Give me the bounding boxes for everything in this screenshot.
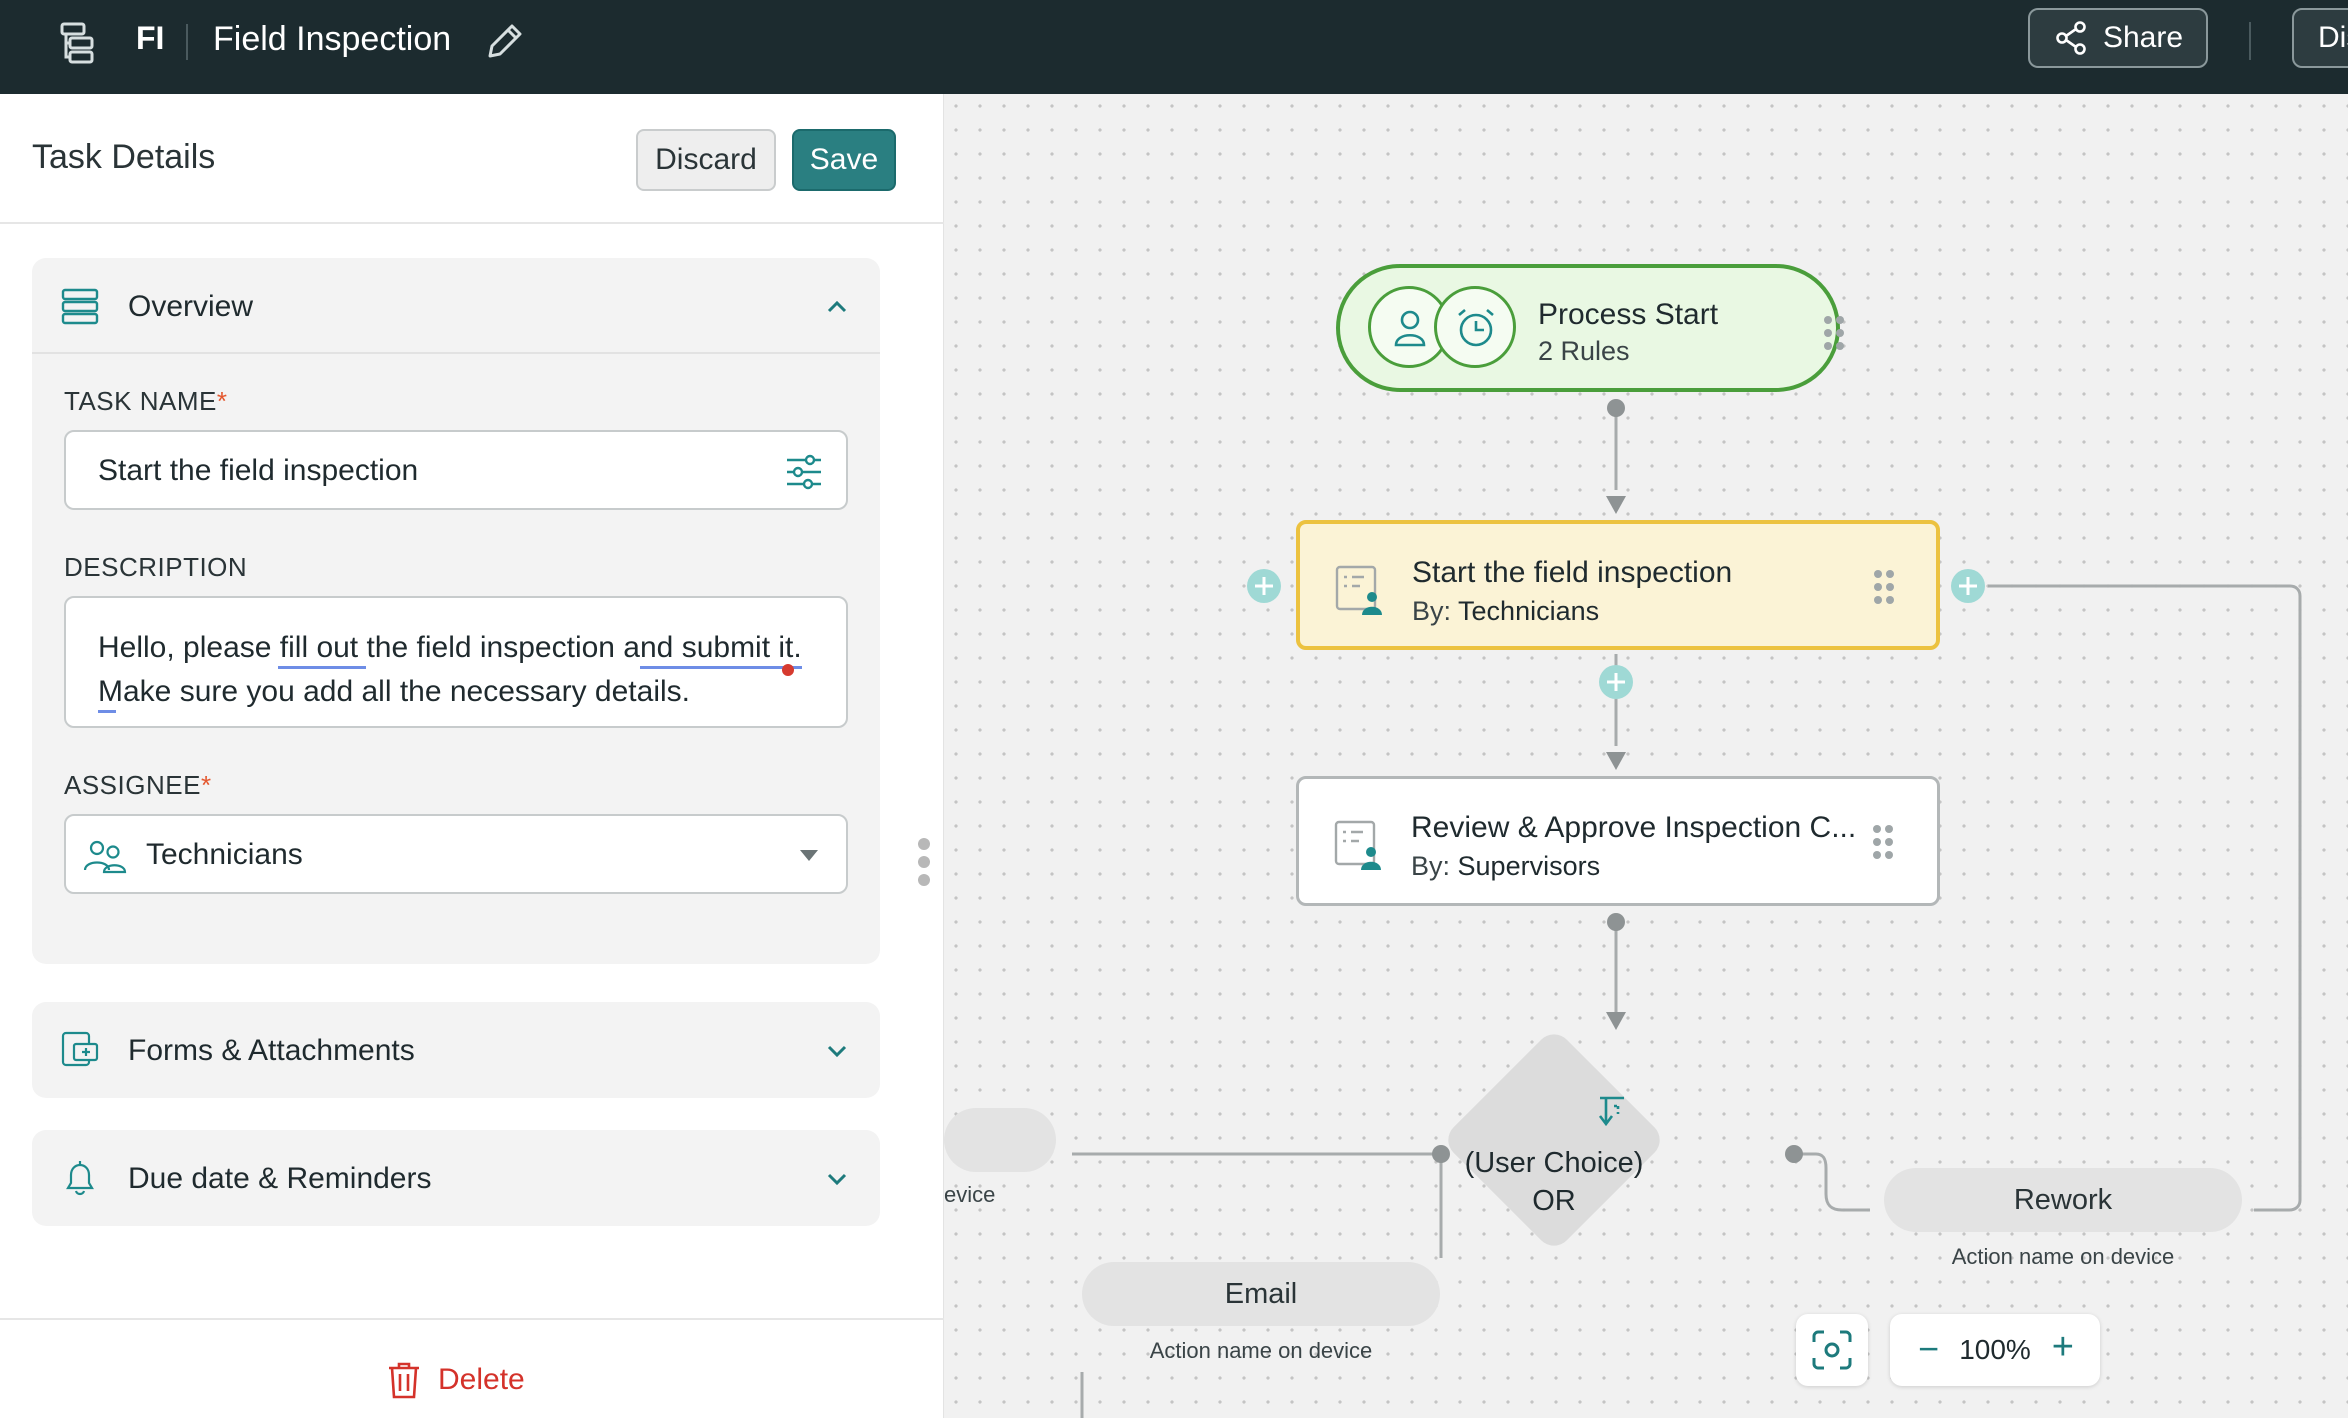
description-value: Hello, please fill out the field inspect… <box>98 631 802 708</box>
workflow-icon[interactable] <box>56 18 104 66</box>
sliders-icon[interactable] <box>784 452 824 492</box>
spell-underline <box>640 666 802 669</box>
user-icon <box>1394 310 1426 347</box>
assignee-value: Technicians <box>146 838 303 871</box>
forms-attachments-header[interactable]: Forms & Attachments <box>32 1002 880 1098</box>
caret-down-icon <box>800 850 818 861</box>
plus-circle-icon[interactable] <box>1948 566 1988 606</box>
share-icon <box>2056 21 2086 55</box>
alarm-clock-icon <box>1458 309 1494 347</box>
panel-resize-handle[interactable] <box>916 838 932 894</box>
spell-underline <box>98 710 116 713</box>
process-start-node[interactable]: Process Start 2 Rules <box>1336 264 1844 392</box>
task-node-title: Review & Approve Inspection C... <box>1411 811 1857 844</box>
forms-attachments-label: Forms & Attachments <box>128 1034 415 1067</box>
save-button[interactable]: Save <box>792 129 896 191</box>
description-label: DESCRIPTION <box>64 552 248 582</box>
divider <box>2249 22 2251 60</box>
connector-lines <box>944 399 2302 1418</box>
plus-circle-icon[interactable] <box>1596 662 1636 702</box>
task-details-panel: Task Details Discard Save Overview TASK … <box>0 94 944 1418</box>
schedule-rule-badge[interactable] <box>1434 286 1516 368</box>
overview-section: Overview TASK NAME* Start the field insp… <box>32 258 880 964</box>
assignee-select[interactable]: Technicians <box>64 814 848 894</box>
focus-icon <box>1812 1330 1852 1370</box>
drag-grip-icon[interactable] <box>1824 316 1844 350</box>
decision-label: (User Choice) OR <box>1464 1147 1644 1217</box>
action-sub-left: evice <box>944 1182 996 1207</box>
panel-footer: Delete <box>0 1318 944 1418</box>
dis-button[interactable]: Dis <box>2292 8 2348 68</box>
plus-circle-icon[interactable] <box>1244 566 1284 606</box>
drag-grip-icon[interactable] <box>1874 570 1894 604</box>
zoom-in-button[interactable]: + <box>2051 1326 2074 1368</box>
bell-icon <box>66 1161 94 1196</box>
due-date-header[interactable]: Due date & Reminders <box>32 1130 880 1226</box>
zoom-control: − 100% + <box>1890 1314 2100 1386</box>
start-node-title: Process Start <box>1538 298 1719 331</box>
task-node-title: Start the field inspection <box>1412 556 1733 589</box>
due-date-section[interactable]: Due date & Reminders <box>32 1130 880 1226</box>
spell-error-dot <box>782 664 794 676</box>
action-email[interactable]: Email <box>1082 1262 1440 1326</box>
task-node-assignee: By: Supervisors <box>1411 851 1601 881</box>
overview-label: Overview <box>128 290 254 323</box>
task-name-field[interactable]: Start the field inspection <box>64 430 848 510</box>
overview-header[interactable]: Overview <box>32 258 880 354</box>
due-date-label: Due date & Reminders <box>128 1162 432 1195</box>
share-button[interactable]: Share <box>2028 8 2208 68</box>
zoom-level: 100% <box>1959 1334 2031 1365</box>
top-bar: FI Field Inspection Share Dis <box>0 0 2348 94</box>
task-node-review-approve[interactable]: Review & Approve Inspection C... By: Sup… <box>1296 776 1940 906</box>
forms-icon <box>61 1031 99 1067</box>
drag-grip-icon[interactable] <box>1873 825 1893 859</box>
task-node-start-inspection[interactable]: Start the field inspection By: Technicia… <box>1296 520 1940 650</box>
action-rework-sub: Action name on device <box>1951 1244 2175 1269</box>
task-name-value: Start the field inspection <box>98 454 419 487</box>
spell-underline <box>278 666 366 669</box>
task-name-label: TASK NAME* <box>64 386 228 416</box>
action-email-sub: Action name on device <box>1149 1338 1373 1363</box>
task-node-assignee: By: Technicians <box>1412 596 1600 626</box>
discard-button[interactable]: Discard <box>636 129 776 191</box>
process-title: Field Inspection <box>213 20 452 58</box>
task-user-icon <box>1335 565 1382 615</box>
assignee-label: ASSIGNEE* <box>64 770 212 800</box>
panel-title: Task Details <box>32 138 216 176</box>
panel-header: Task Details Discard Save <box>0 94 944 224</box>
overview-list-icon <box>61 288 99 325</box>
share-label: Share <box>2102 21 2184 54</box>
users-icon <box>83 840 127 874</box>
description-field[interactable]: Hello, please fill out the field inspect… <box>64 596 848 728</box>
forms-attachments-section[interactable]: Forms & Attachments <box>32 1002 880 1098</box>
action-rework[interactable]: Rework <box>1884 1168 2242 1232</box>
zoom-out-button[interactable]: − <box>1918 1328 1940 1369</box>
start-node-subtitle: 2 Rules <box>1538 336 1630 366</box>
pencil-icon[interactable] <box>484 18 528 62</box>
trash-icon <box>389 1362 419 1399</box>
branch-icon <box>1598 1096 1624 1127</box>
fit-view-button[interactable] <box>1796 1314 1868 1386</box>
app-abbreviation: FI <box>136 20 165 56</box>
delete-button[interactable]: Delete <box>386 1360 525 1400</box>
chevron-down-icon[interactable] <box>824 1038 850 1064</box>
workflow-canvas[interactable]: Process Start 2 Rules Start the field in… <box>944 94 2348 1418</box>
delete-label: Delete <box>438 1363 525 1396</box>
chevron-down-icon[interactable] <box>824 1166 850 1192</box>
divider <box>186 24 188 60</box>
chevron-up-icon[interactable] <box>824 294 850 320</box>
task-user-icon <box>1334 820 1381 870</box>
